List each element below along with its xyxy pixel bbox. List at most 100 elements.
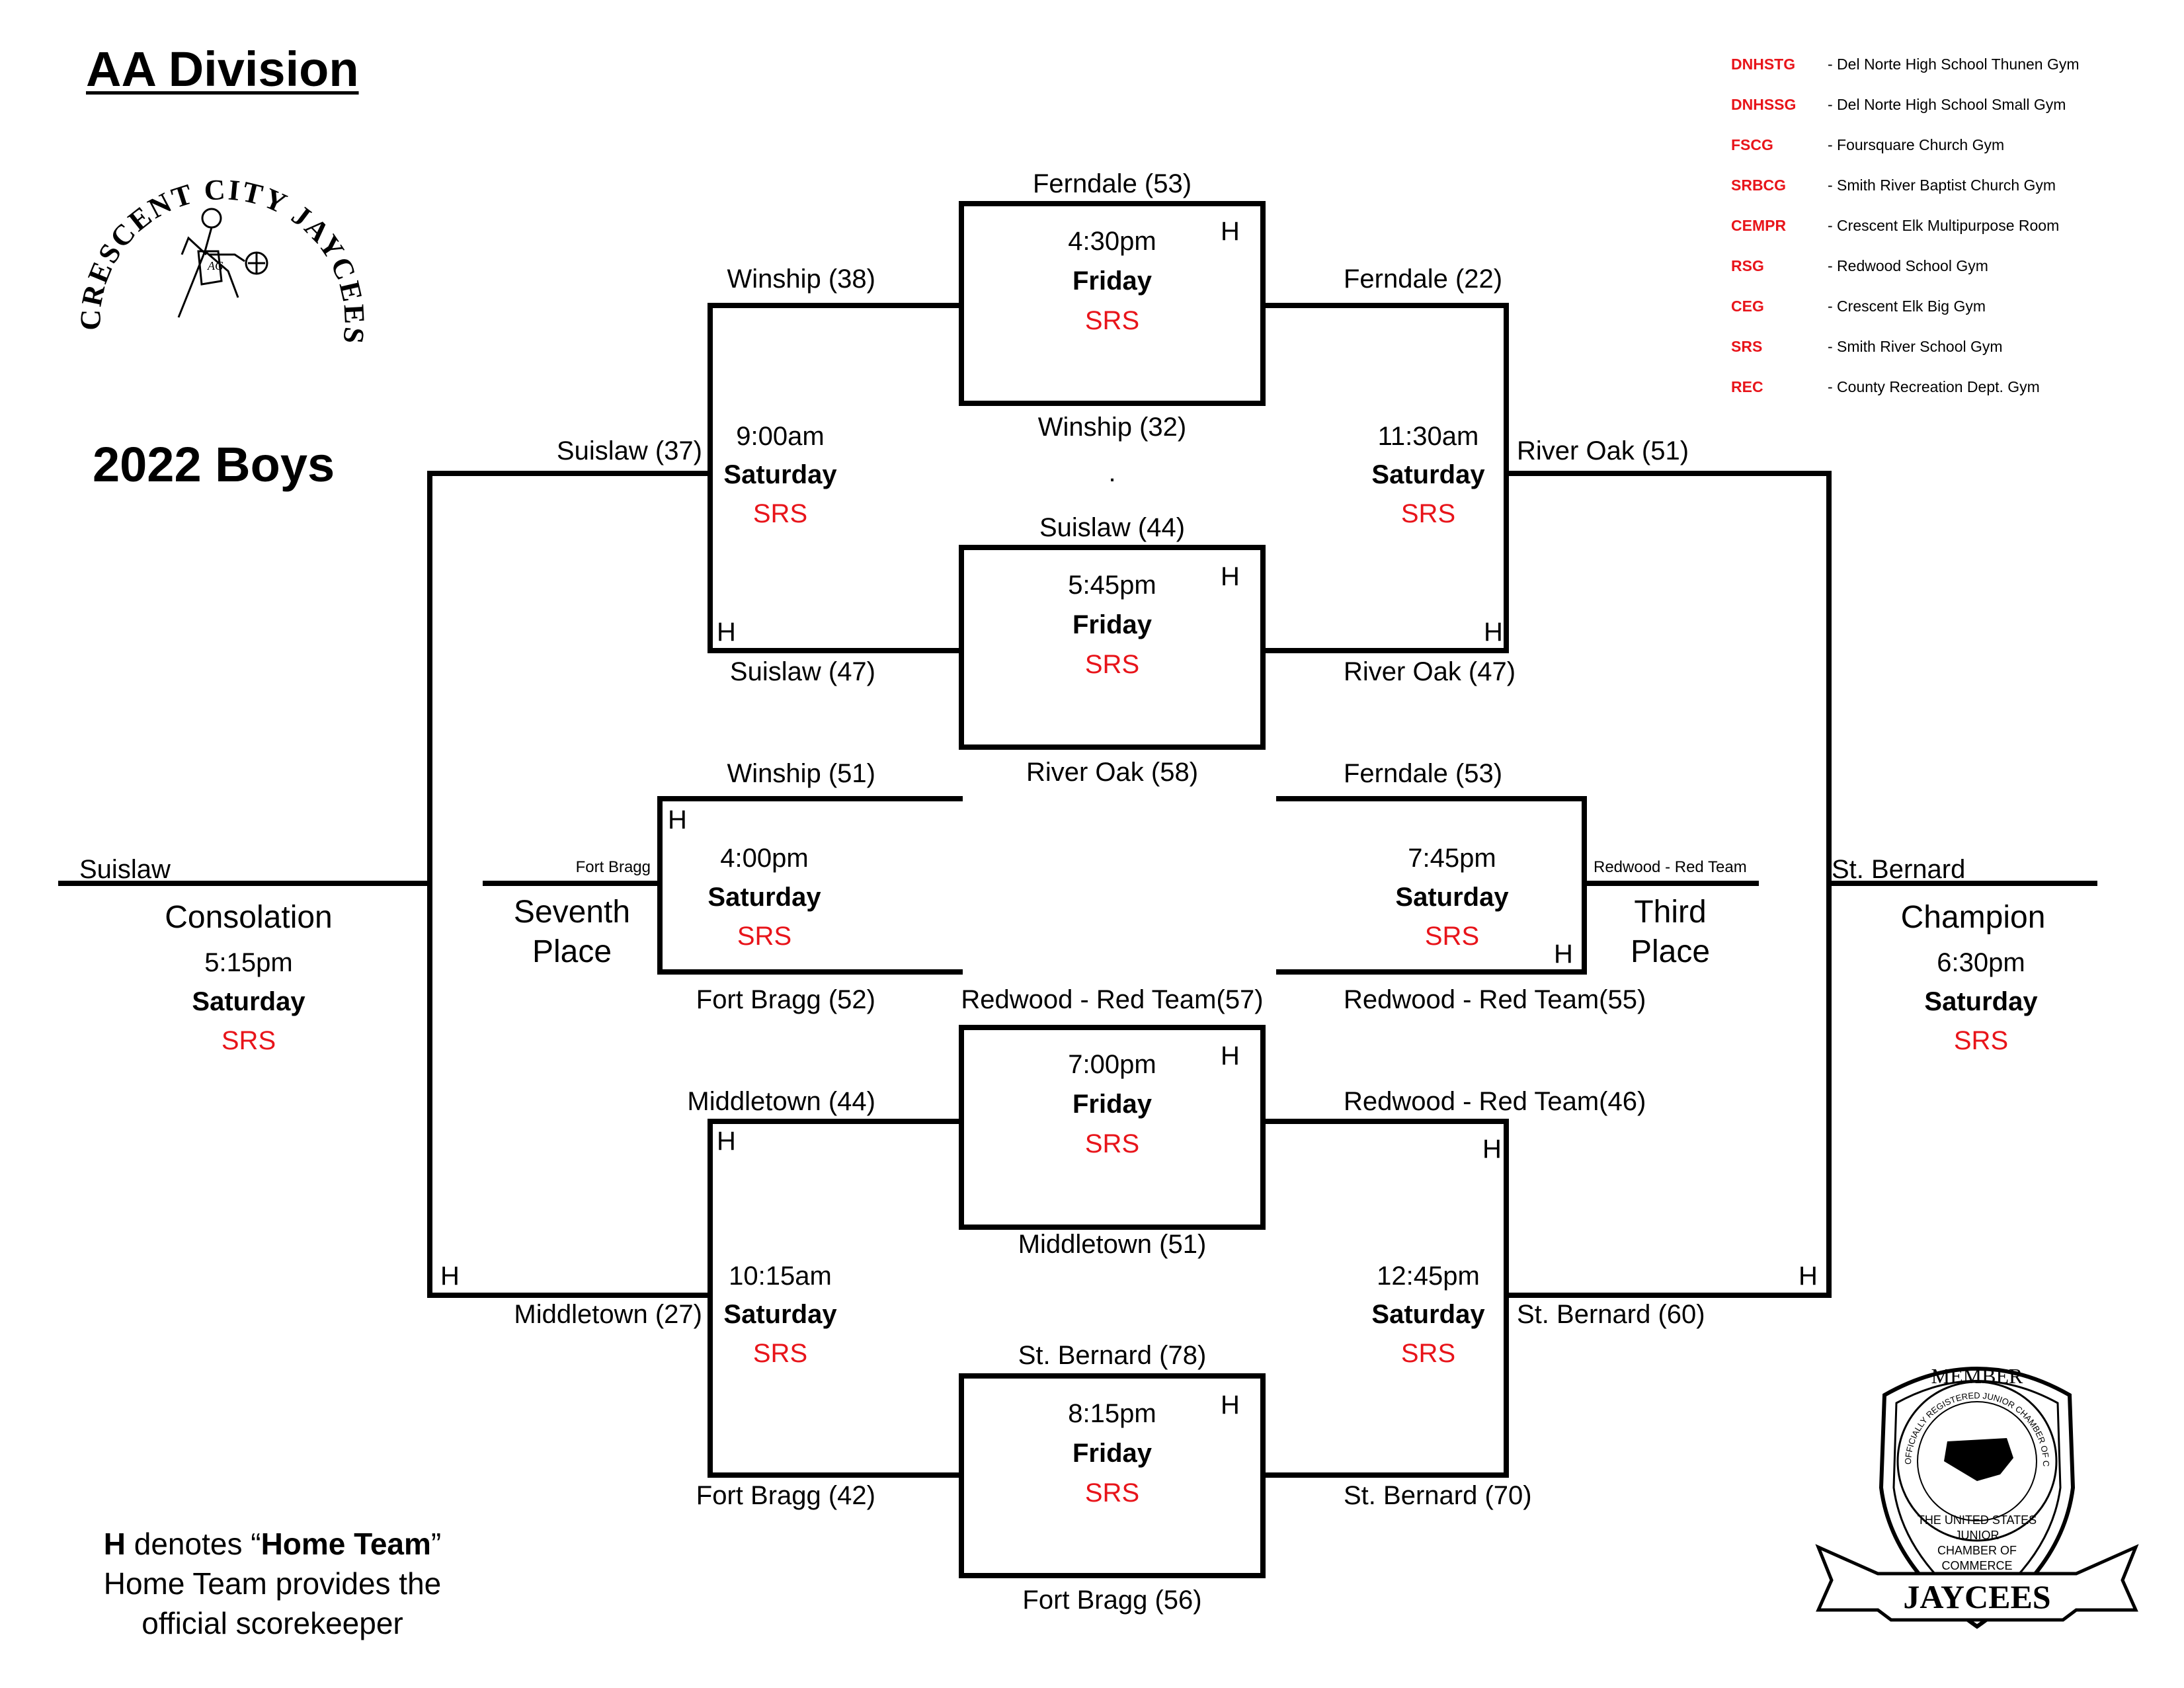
legend-code: FSCG xyxy=(1731,136,1773,153)
bracket-subtitle: 2022 Boys xyxy=(93,437,335,492)
r1-game1-venue: SRS xyxy=(1084,306,1140,335)
home-marker: H xyxy=(1221,1041,1240,1070)
seventh-place-label: Seventh Place xyxy=(483,893,661,972)
right-semi1-venue: SRS xyxy=(1400,499,1456,528)
third-place-label: Third Place xyxy=(1582,893,1759,972)
home-marker: H xyxy=(717,618,736,647)
home-marker: H xyxy=(440,1262,460,1291)
champion-day: Saturday xyxy=(1924,987,2038,1016)
legend-code: SRS xyxy=(1731,338,1763,355)
home-marker: H xyxy=(1554,940,1573,969)
third-venue: SRS xyxy=(1424,922,1480,951)
consolation-label: Consolation xyxy=(165,900,333,935)
home-marker: H xyxy=(1221,562,1240,591)
logo-ring-text: CRESCENT CITY JAYCEES BASKETBALL TOURNAM… xyxy=(46,119,369,347)
r1-game1-day: Friday xyxy=(1072,266,1153,296)
legend-desc: - Smith River Baptist Church Gym xyxy=(1828,177,2056,194)
legend-desc: - Crescent Elk Multipurpose Room xyxy=(1828,217,2060,234)
third-bottom-team: Redwood - Red Team(55) xyxy=(1344,985,1646,1014)
left-semi1-result: Suislaw (37) xyxy=(556,436,702,465)
right-semi2-bottom-team: St. Bernard (70) xyxy=(1344,1481,1532,1510)
home-team-note-line3: official scorekeeper xyxy=(142,1605,403,1640)
home-marker: H xyxy=(717,1127,736,1156)
game-box-r1-2 xyxy=(959,545,1266,750)
legend-code: DNHSSG xyxy=(1731,96,1797,113)
legend-desc: - Smith River School Gym xyxy=(1828,338,2003,355)
usa-map-icon xyxy=(1944,1438,2013,1481)
home-team-note-line2: Home Team provides the xyxy=(103,1566,442,1601)
seventh-bottom-team: Fort Bragg (52) xyxy=(696,985,875,1014)
left-semi2-bottom-team: Fort Bragg (42) xyxy=(696,1481,875,1510)
legend-desc: - Foursquare Church Gym xyxy=(1828,136,2005,153)
right-semi1-day: Saturday xyxy=(1371,460,1485,489)
legend-desc: - County Recreation Dept. Gym xyxy=(1828,378,2040,395)
seventh-time: 4:00pm xyxy=(720,844,809,873)
third-time: 7:45pm xyxy=(1408,844,1496,873)
champion-venue: SRS xyxy=(1953,1026,2009,1055)
legend-code: CEG xyxy=(1731,298,1764,315)
r1-game2-venue: SRS xyxy=(1084,650,1140,679)
home-marker: H xyxy=(1484,618,1503,647)
legend-desc: - Crescent Elk Big Gym xyxy=(1828,298,1986,315)
legend-code: RSG xyxy=(1731,257,1764,274)
left-semi2-venue: SRS xyxy=(752,1339,808,1368)
right-semi2-result: St. Bernard (60) xyxy=(1517,1300,1705,1329)
consolation-venue: SRS xyxy=(221,1026,276,1055)
left-semi1-bottom-team: Suislaw (47) xyxy=(729,657,875,686)
division-title: AA Division xyxy=(86,42,359,97)
logo-figure-text: AG xyxy=(207,259,223,272)
tournament-logo: CRESCENT CITY JAYCEES BASKETBALL TOURNAM… xyxy=(46,119,371,347)
right-semi2-venue: SRS xyxy=(1400,1339,1456,1368)
left-semi1-day: Saturday xyxy=(723,460,837,489)
legend-code: SRBCG xyxy=(1731,177,1787,194)
seventh-top-team: Winship (51) xyxy=(727,759,875,788)
seal-banner-text: JAYCEES xyxy=(1903,1578,2050,1615)
right-semi2-top-team: Redwood - Red Team(46) xyxy=(1344,1087,1646,1116)
left-semi1-top-team: Winship (38) xyxy=(727,264,875,294)
svg-text:CRESCENT CITY JAYCEES BASKETBA: CRESCENT CITY JAYCEES BASKETBALL TOURNAM… xyxy=(46,119,371,347)
r1-game2-bottom-team: River Oak (58) xyxy=(1026,758,1199,787)
home-marker: H xyxy=(668,805,687,834)
basketball-player-icon xyxy=(177,208,268,318)
r1-game4-day: Friday xyxy=(1072,1439,1153,1468)
home-marker: H xyxy=(1799,1262,1818,1291)
r1-game4-venue: SRS xyxy=(1084,1478,1140,1507)
right-semi2-day: Saturday xyxy=(1371,1300,1485,1329)
r1-game3-day: Friday xyxy=(1072,1090,1153,1119)
r1-game2-day: Friday xyxy=(1072,610,1153,639)
home-marker: H xyxy=(1221,1390,1240,1420)
seal-body-line3: CHAMBER OF xyxy=(1937,1544,2017,1557)
jaycees-member-seal: MEMBER OFFICIALLY REGISTERED JUNIOR CHAM… xyxy=(1812,1349,2139,1629)
r1-game3-top-team: Redwood - Red Team(57) xyxy=(961,985,1264,1014)
r1-game3-bottom-team: Middletown (51) xyxy=(1018,1230,1207,1259)
legend-desc: - Del Norte High School Thunen Gym xyxy=(1828,56,2080,73)
legend-code: CEMPR xyxy=(1731,217,1787,234)
divider-dot: . xyxy=(1108,458,1116,487)
r1-game4-time: 8:15pm xyxy=(1068,1399,1156,1428)
left-semi1-venue: SRS xyxy=(752,499,808,528)
r1-game4-bottom-team: Fort Bragg (56) xyxy=(1022,1586,1202,1615)
legend-code: DNHSTG xyxy=(1731,56,1796,73)
champion-label: Champion xyxy=(1900,900,2046,935)
consolation-day: Saturday xyxy=(192,987,305,1016)
r1-game4-top-team: St. Bernard (78) xyxy=(1018,1341,1207,1370)
seal-top-text: MEMBER xyxy=(1931,1364,2023,1388)
home-marker: H xyxy=(1221,217,1240,246)
left-semi2-top-team: Middletown (44) xyxy=(687,1087,875,1116)
r1-game1-top-team: Ferndale (53) xyxy=(1032,169,1192,198)
seal-body-line4: COMMERCE xyxy=(1942,1559,2013,1572)
r1-game1-bottom-team: Winship (32) xyxy=(1037,413,1187,442)
third-label-line1: Third xyxy=(1634,895,1707,930)
home-team-note: H denotes “Home Team” Home Team provides… xyxy=(74,1525,471,1643)
right-semi2-time: 12:45pm xyxy=(1377,1262,1480,1291)
seventh-day: Saturday xyxy=(708,883,821,912)
seventh-label-line1: Seventh xyxy=(513,895,631,930)
right-semi1-time: 11:30am xyxy=(1377,422,1479,451)
right-semi1-result: River Oak (51) xyxy=(1517,436,1689,465)
legend-code: REC xyxy=(1731,378,1763,395)
home-marker: H xyxy=(1482,1135,1502,1164)
right-semi1-top-team: Ferndale (22) xyxy=(1344,264,1503,294)
right-semi1-bottom-team: River Oak (47) xyxy=(1344,657,1516,686)
r1-game3-venue: SRS xyxy=(1084,1129,1140,1158)
seal-body-line2: JUNIOR xyxy=(1955,1529,2000,1542)
